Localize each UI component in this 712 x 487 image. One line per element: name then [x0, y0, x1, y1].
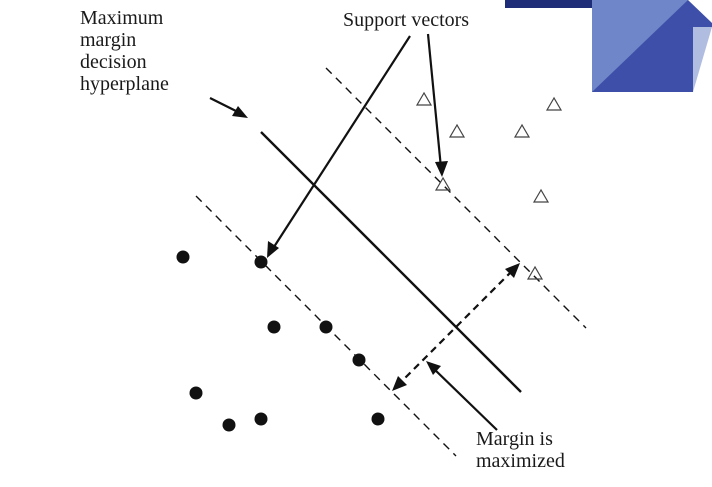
class-b-point [532, 188, 550, 203]
class-b-support-vector [526, 265, 544, 280]
decision-hyperplane [260, 131, 522, 393]
margin-arrowhead-upper [505, 263, 520, 278]
class-b-points [415, 91, 563, 280]
hyperplane-label-arrow [209, 97, 248, 118]
class-a-point [319, 320, 333, 334]
banner-light-right-triangle [693, 27, 712, 92]
class-b-support-vector [434, 176, 452, 191]
class-b-point [415, 91, 433, 106]
class-b-point [513, 123, 531, 138]
class-a-point [371, 412, 385, 426]
margin-label-arrow [426, 361, 498, 431]
support-vectors-label: Support vectors [343, 9, 470, 31]
upper-margin-boundary [325, 67, 587, 329]
hyperplane-label-line-3: decision [80, 51, 147, 73]
support-vector-arrow-circle [267, 35, 411, 258]
margin-arrowhead-lower [392, 376, 407, 391]
support-vector-arrow-triangle [426, 33, 448, 177]
class-a-point [352, 353, 366, 367]
hyperplane-label-line-2: margin [80, 29, 137, 51]
class-a-points [176, 250, 385, 432]
banner-light-triangle [592, 0, 688, 92]
class-b-point [545, 96, 563, 111]
margin-label-line-1: Margin is [476, 428, 553, 450]
class-a-point [254, 412, 268, 426]
margin-label-line-2: maximized [476, 450, 565, 472]
class-a-point [222, 418, 236, 432]
class-a-point [189, 386, 203, 400]
class-a-support-vector [254, 255, 268, 269]
banner-white-notch [688, 0, 712, 23]
hyperplane-label-line-4: hyperplane [80, 73, 169, 95]
hyperplane-label-line-1: Maximum [80, 7, 164, 29]
class-a-point [267, 320, 281, 334]
corner-banner-decoration [505, 0, 712, 92]
class-a-point [176, 250, 190, 264]
hyperplane-label: Maximum margin decision hyperplane [80, 7, 169, 95]
margin-label: Margin is maximized [476, 428, 565, 472]
class-b-point [448, 123, 466, 138]
margin-width-arrow-line [396, 267, 516, 387]
